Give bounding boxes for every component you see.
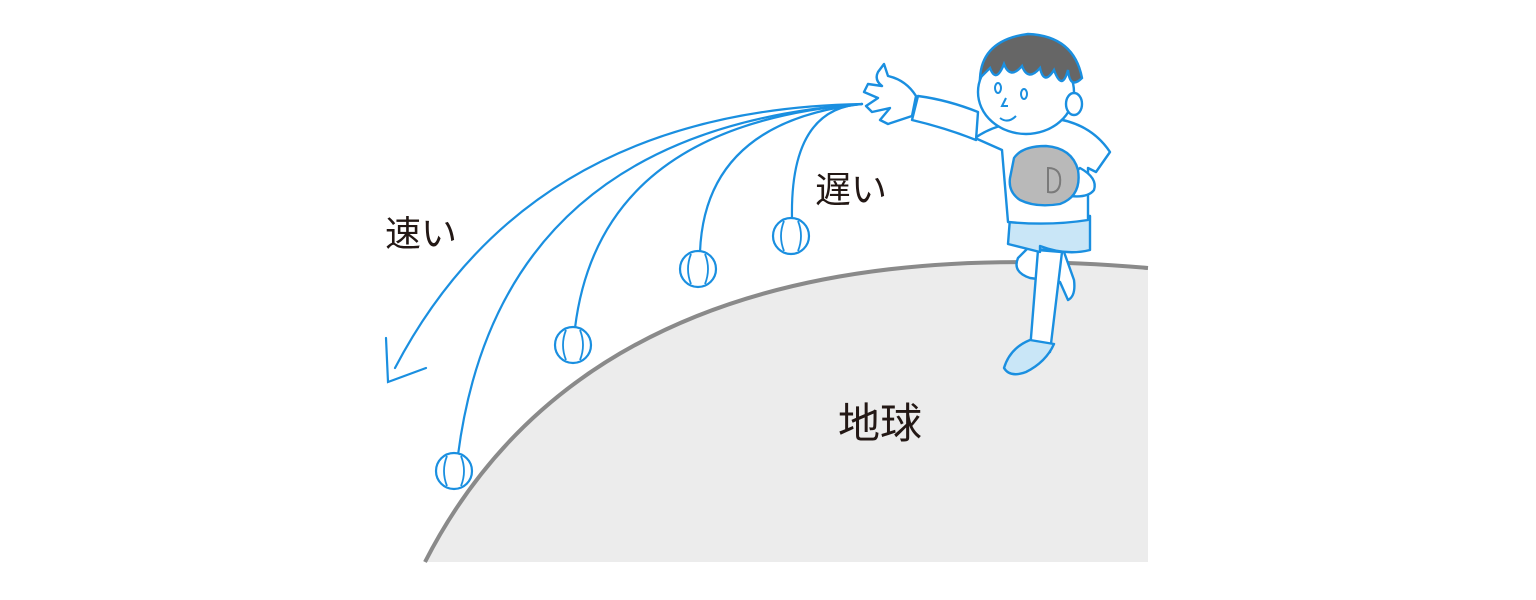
trajectory-medium <box>573 102 864 330</box>
baseball-icon <box>771 216 811 256</box>
label-fast: 速い <box>385 214 457 255</box>
trajectory-fast <box>456 102 864 457</box>
baseball-icon <box>678 249 718 289</box>
baseball-icon <box>553 325 593 365</box>
glove-icon <box>1008 144 1080 207</box>
baseball-icon <box>434 451 474 491</box>
trajectory-fastest <box>393 102 864 370</box>
trajectory-slower <box>698 102 864 254</box>
label-earth: 地球 <box>838 399 922 448</box>
boy-pitching-icon <box>862 32 1112 376</box>
label-slow: 遅い <box>815 170 887 211</box>
earth-horizon-line <box>423 260 1149 563</box>
arrowhead-icon <box>384 336 428 384</box>
earth-surface <box>425 262 1148 562</box>
trajectory-slowest <box>790 102 864 220</box>
